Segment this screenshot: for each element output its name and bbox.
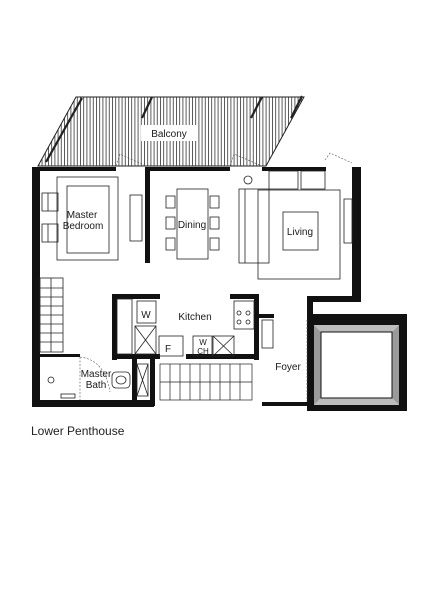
bed xyxy=(41,176,143,261)
fixture-label-washer: W xyxy=(141,310,151,321)
fixture-label-water-heater-line1: W xyxy=(199,338,207,347)
interior-walls xyxy=(40,167,274,406)
kitchen-counters xyxy=(116,298,274,357)
fixture-label-water-heater-line2: CH xyxy=(197,347,209,356)
room-label-living: Living xyxy=(287,227,313,238)
room-label-master-bath-line1: Master xyxy=(81,369,112,380)
bath-door xyxy=(79,356,111,400)
lift-core xyxy=(307,314,407,411)
bath-fixtures xyxy=(47,363,149,399)
balcony-doors xyxy=(115,152,353,167)
room-label-dining: Dining xyxy=(178,220,206,231)
living-furniture xyxy=(238,170,353,280)
room-label-kitchen: Kitchen xyxy=(178,312,211,323)
room-label-master-bedroom-line2: Bedroom xyxy=(63,221,104,232)
fixture-label-fridge: F xyxy=(165,344,171,355)
exterior-walls xyxy=(32,167,361,407)
balcony: Balcony xyxy=(37,95,305,167)
stair xyxy=(159,363,253,401)
wardrobe xyxy=(39,277,64,353)
room-label-foyer: Foyer xyxy=(275,362,301,373)
plan-caption: Lower Penthouse xyxy=(31,424,125,438)
room-label-master-bedroom-line1: Master xyxy=(67,210,98,221)
room-label-master-bath-line2: Bath xyxy=(86,380,107,391)
room-label-balcony: Balcony xyxy=(151,129,187,140)
dining-table xyxy=(165,188,220,260)
